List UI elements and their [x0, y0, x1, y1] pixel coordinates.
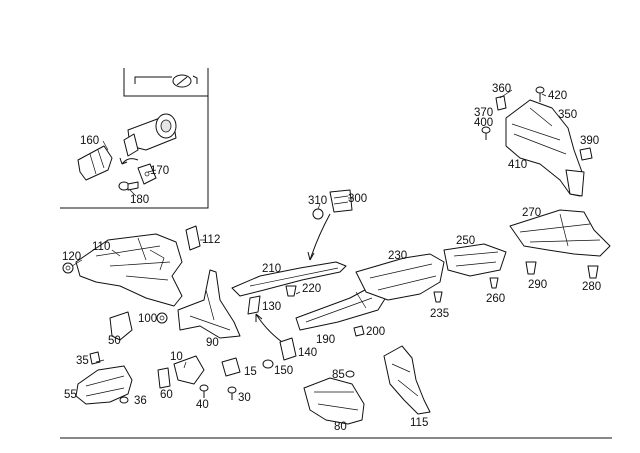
- part-310-nut: [312, 208, 324, 220]
- arrow-to-160: [121, 158, 139, 165]
- label-100: 100: [138, 313, 157, 325]
- label-85: 85: [332, 369, 345, 381]
- label-80: 80: [334, 421, 347, 433]
- part-15-clip: [221, 357, 241, 377]
- part-140-bracket: [279, 337, 297, 361]
- part-200-clip: [353, 325, 365, 337]
- label-200: 200: [366, 326, 385, 338]
- label-250: 250: [456, 235, 475, 247]
- label-55: 55: [64, 389, 77, 401]
- arrow-130: [255, 313, 283, 343]
- label-115: 115: [410, 417, 428, 429]
- part-90-bracket: [177, 269, 241, 339]
- part-40-screw: [199, 384, 209, 398]
- part-280-clip: [587, 265, 599, 279]
- part-290-clip: [525, 261, 537, 275]
- label-140: 140: [298, 347, 317, 359]
- part-55-cover: [75, 365, 133, 405]
- part-160-bracket: [77, 145, 113, 181]
- part-170-clip: [137, 163, 157, 185]
- label-150: 150: [274, 365, 293, 377]
- label-360: 360: [492, 83, 511, 95]
- label-290: 290: [528, 279, 547, 291]
- label-10: 10: [170, 351, 183, 363]
- part-360-clip: [495, 95, 507, 111]
- part-36-nut: [119, 396, 129, 404]
- label-310: 310: [308, 195, 327, 207]
- label-15: 15: [244, 366, 257, 378]
- label-230: 230: [388, 250, 407, 262]
- part-50-bracket: [109, 311, 133, 341]
- bearing-assembly: [123, 113, 177, 157]
- label-130: 130: [262, 301, 281, 313]
- part-110-front-structure: [75, 233, 183, 307]
- label-370: 370: [474, 107, 493, 119]
- label-390: 390: [580, 135, 599, 147]
- label-235: 235: [430, 308, 449, 320]
- part-180-screw: [118, 181, 139, 191]
- part-390-clip: [579, 147, 593, 161]
- part-30-bolt: [227, 386, 237, 400]
- part-100-nut: [156, 312, 168, 324]
- label-280: 280: [582, 281, 601, 293]
- label-35: 35: [76, 355, 89, 367]
- part-120-nut: [62, 262, 74, 274]
- part-400-screw: [481, 126, 491, 140]
- part-270-shield: [509, 209, 611, 257]
- part-10-bracket: [173, 355, 205, 385]
- part-115-panel: [383, 345, 431, 415]
- label-220: 220: [302, 283, 321, 295]
- part-300-clip: [329, 189, 353, 213]
- label-40: 40: [196, 399, 209, 411]
- part-35-clip: [89, 351, 101, 365]
- part-85-clip: [345, 370, 355, 378]
- part-350-heat-shield: [505, 99, 585, 197]
- label-110: 110: [92, 241, 110, 253]
- part-190-rail: [295, 283, 389, 331]
- label-410: 410: [508, 159, 527, 171]
- part-250-shield: [443, 243, 507, 277]
- part-420-bolt: [535, 86, 545, 102]
- part-130-clip: [247, 295, 261, 315]
- part-260-clip: [489, 277, 499, 289]
- label-260: 260: [486, 293, 505, 305]
- part-220-clip: [285, 285, 297, 297]
- label-90: 90: [206, 337, 219, 349]
- label-36: 36: [134, 395, 147, 407]
- label-180: 180: [130, 194, 149, 206]
- label-190: 190: [316, 334, 335, 346]
- label-120: 120: [62, 251, 81, 263]
- part-210-rail: [231, 261, 347, 297]
- part-235-clip: [433, 291, 443, 303]
- label-420: 420: [548, 90, 567, 102]
- part-112-cap: [185, 225, 201, 251]
- label-170: 170: [150, 165, 169, 177]
- part-80-panel: [303, 377, 365, 425]
- label-60: 60: [160, 389, 173, 401]
- label-112: 112: [202, 234, 220, 246]
- label-30: 30: [238, 392, 251, 404]
- part-230-shield: [355, 253, 445, 301]
- label-160: 160: [80, 135, 99, 147]
- callout-labels: 160 170 180 310 300 360 420 370 400 350 …: [62, 83, 601, 433]
- inset-box: [60, 68, 209, 209]
- arrow-310: [309, 213, 331, 261]
- label-210: 210: [262, 263, 281, 275]
- label-350: 350: [558, 109, 577, 121]
- label-400: 400: [474, 117, 493, 129]
- leader-lines: [71, 89, 547, 369]
- label-50: 50: [108, 335, 121, 347]
- label-300: 300: [348, 193, 367, 205]
- part-60-plate: [157, 367, 171, 389]
- label-270: 270: [522, 207, 541, 219]
- part-150-nut: [262, 359, 274, 369]
